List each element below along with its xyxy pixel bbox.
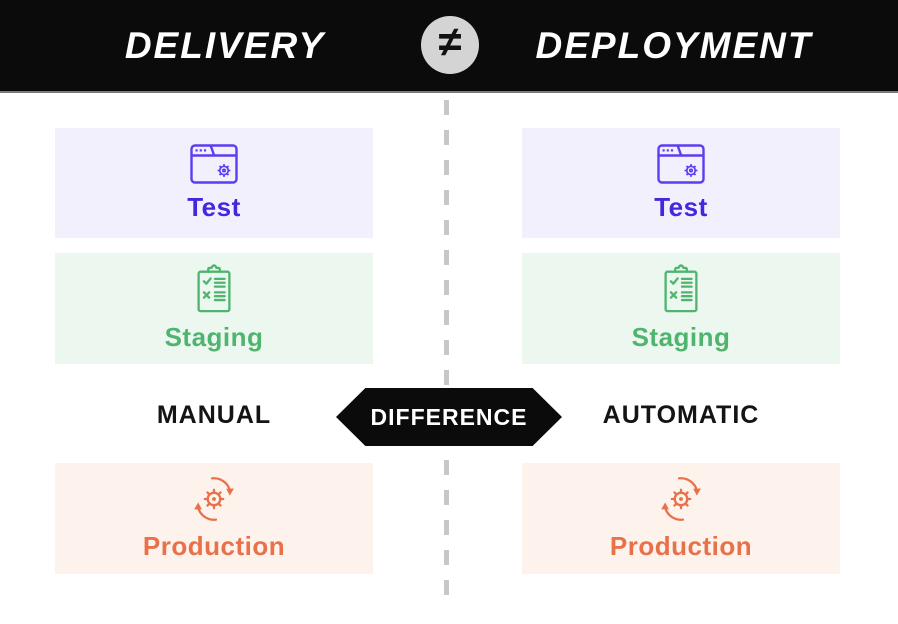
checklist-clipboard-icon — [197, 264, 231, 313]
stage-label: Production — [609, 531, 753, 561]
automatic-label: AUTOMATIC — [602, 401, 760, 429]
delivery-title: DELIVERY — [124, 24, 326, 66]
stage-box-staging-left: Staging — [55, 253, 373, 364]
stage-label: Test — [187, 191, 241, 222]
stage-label: Production — [142, 531, 286, 561]
stage-box-test-left: Test — [55, 128, 373, 238]
manual-label: MANUAL — [156, 401, 272, 429]
stage-box-production-left: Production — [55, 463, 373, 574]
center-dashed-divider — [444, 100, 449, 610]
stage-label: Test — [654, 191, 708, 222]
gear-sync-icon — [661, 477, 701, 521]
browser-window-icon — [190, 143, 238, 184]
stage-box-production-right: Production — [522, 463, 840, 574]
stage-box-test-right: Test — [522, 128, 840, 238]
header-bar: DELIVERY ≠ DEPLOYMENT — [0, 0, 898, 93]
stage-label: Staging — [164, 322, 264, 352]
browser-window-icon — [657, 143, 705, 184]
stage-label: Staging — [631, 322, 731, 352]
difference-badge-label: DIFFERENCE — [370, 403, 528, 430]
stage-box-staging-right: Staging — [522, 253, 840, 364]
not-equal-icon: ≠ — [438, 18, 462, 65]
deployment-title: DEPLOYMENT — [535, 24, 813, 66]
checklist-clipboard-icon — [664, 264, 698, 313]
difference-badge: DIFFERENCE — [336, 388, 562, 446]
gear-sync-icon — [194, 477, 234, 521]
not-equal-badge: ≠ — [421, 16, 479, 74]
